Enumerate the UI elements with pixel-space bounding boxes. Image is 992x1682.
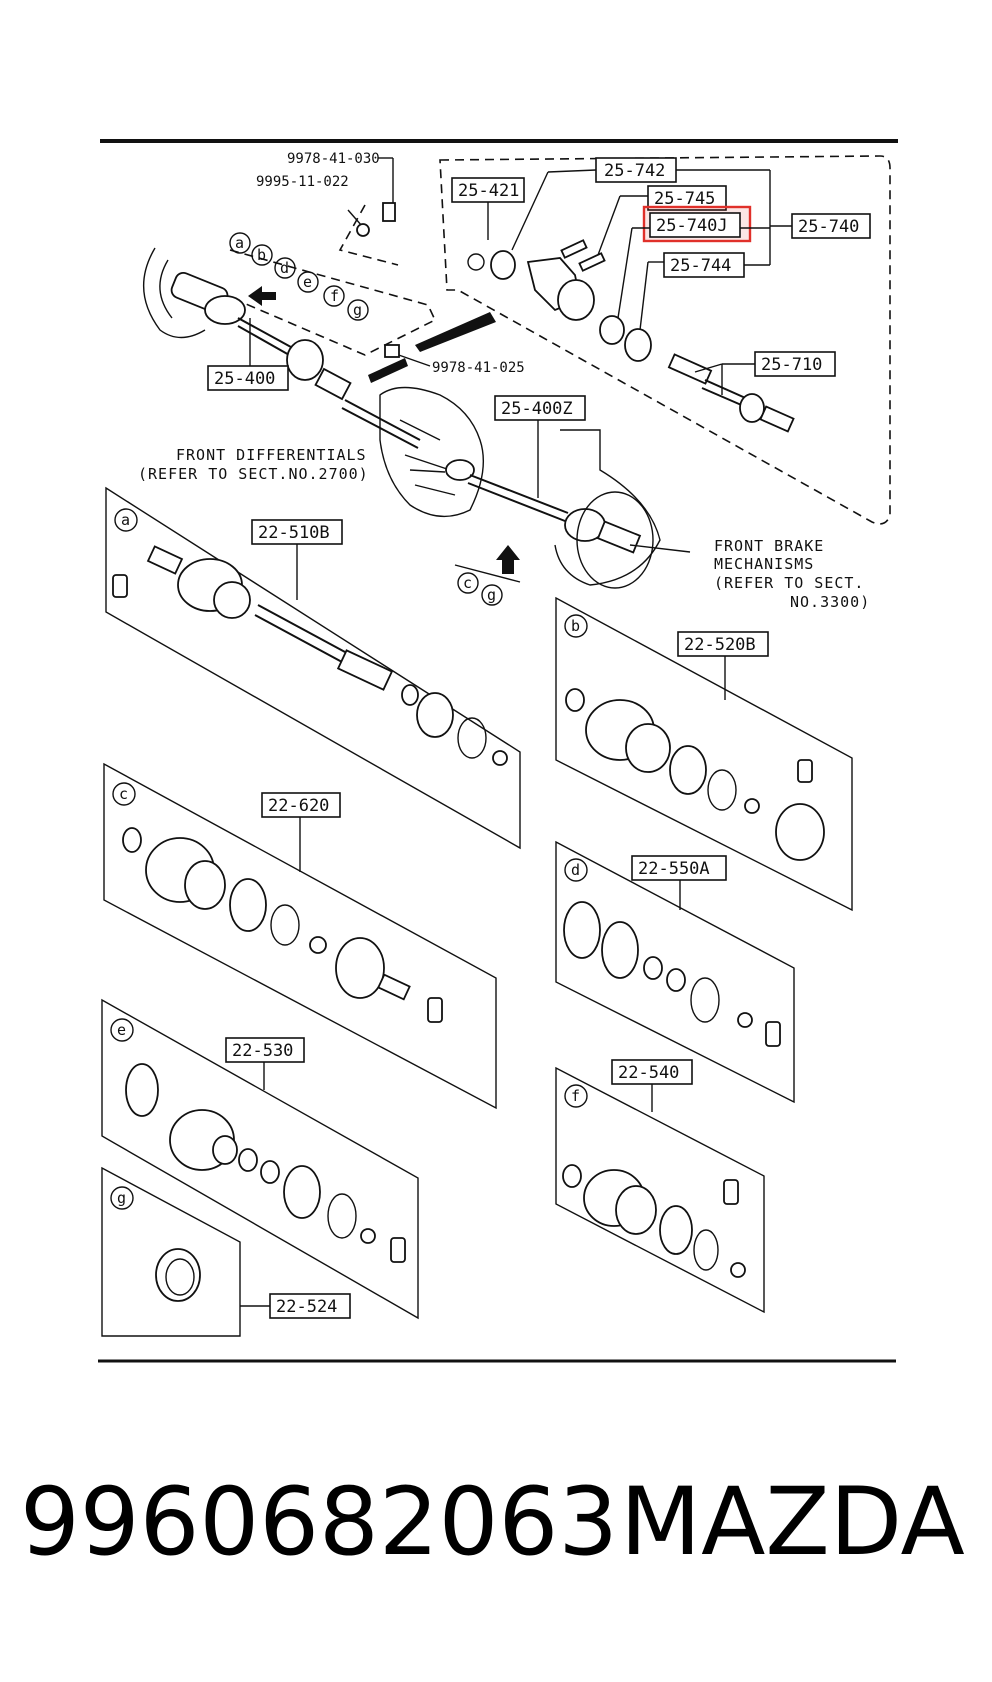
label-25-400: 25-400 (214, 369, 275, 389)
panel-d: d 22-550A (555, 840, 795, 1104)
ring-25-744 (624, 328, 652, 362)
label-22-540: 22-540 (618, 1063, 679, 1083)
ring-25-740J (599, 315, 625, 345)
label-25-744: 25-744 (670, 256, 731, 276)
svg-text:c: c (119, 785, 128, 803)
label-25-742: 25-742 (604, 161, 665, 181)
bottom-caption: 9960682063 MAZDA (20, 1468, 980, 1578)
bolt-25-745 (560, 239, 588, 259)
svg-text:g: g (117, 1189, 126, 1207)
panel-c: c 22-620 (103, 762, 497, 1110)
bolt-9978-41-025: 9978-41-025 (432, 360, 525, 376)
brand-caption: MAZDA (620, 1468, 965, 1577)
letter-e-circle (297, 271, 319, 293)
oil-seal-22-524 (155, 1248, 201, 1302)
washer-part (356, 223, 370, 237)
panel-e: e 22-530 (101, 998, 419, 1320)
left-drive-shaft-drawing (143, 247, 421, 449)
letter-a: a (235, 234, 244, 252)
right-drive-shaft-drawing (445, 459, 642, 554)
letter-g: g (353, 301, 362, 319)
label-25-745: 25-745 (654, 189, 715, 209)
top-label-boxes: 25-421 25-742 25-745 25-740J 25-740 25-7… (207, 157, 871, 498)
letter-circles-top: a b d e f g (229, 232, 369, 321)
dashed-enclosure-letters (224, 249, 437, 356)
notes-text: FRONT DIFFERENTIALS (REFER TO SECT.NO.27… (138, 446, 870, 611)
intermediate-shaft-25-710-drawing (667, 353, 795, 433)
note-mechanisms: MECHANISMS (714, 555, 814, 573)
dashed-enclosure-top-right (439, 155, 891, 525)
letter-d-circle (274, 257, 296, 279)
label-25-710: 25-710 (761, 355, 822, 375)
svg-text:e: e (117, 1021, 126, 1039)
svg-text:f: f (571, 1087, 580, 1105)
letter-e: e (303, 273, 312, 291)
panel-f: f 22-540 (555, 1059, 765, 1314)
label-25-740: 25-740 (798, 217, 859, 237)
label-22-620: 22-620 (268, 796, 329, 816)
arrow-left (248, 286, 276, 306)
snap-ring-25-421 (467, 253, 485, 271)
letter-f-circle (323, 285, 345, 307)
svg-text:g: g (487, 586, 496, 604)
note-brake-refer: (REFER TO SECT. (714, 574, 864, 592)
hub-bearing-drawing (467, 239, 652, 362)
label-22-524: 22-524 (276, 1297, 337, 1317)
svg-text:b: b (571, 617, 580, 635)
panel-g: g 22-524 (101, 1166, 351, 1337)
letter-a-circle (229, 232, 251, 254)
bolt-part-2 (384, 344, 400, 358)
label-25-740J: 25-740J (656, 216, 728, 236)
bolt-9978-41-030: 9978-41-030 (287, 151, 380, 167)
note-front-brake: FRONT BRAKE (714, 537, 824, 555)
bolt-part-1 (382, 202, 396, 222)
letter-g-circle (347, 299, 369, 321)
letter-b: b (257, 246, 266, 264)
part-number-caption: 9960682063 (20, 1468, 619, 1577)
letter-b-circle (251, 244, 273, 266)
label-22-550A: 22-550A (638, 859, 710, 879)
panel-b: b 22-520B (555, 596, 853, 912)
bolt-labels: 9978-41-030 9995-11-022 9978-41-025 (256, 151, 525, 376)
seal-25-742 (490, 250, 516, 280)
label-22-510B: 22-510B (258, 523, 330, 543)
label-22-530: 22-530 (232, 1041, 293, 1061)
knuckle-brake-sketch (554, 429, 691, 589)
bolt-9995-11-022: 9995-11-022 (256, 174, 349, 190)
svg-text:a: a (121, 511, 130, 529)
arrow-up (496, 545, 520, 574)
panel-a: a 22-510B (105, 486, 521, 850)
note-brake-section: NO.3300) (790, 593, 870, 611)
letter-circles-mid: c g (454, 564, 521, 606)
svg-text:c: c (463, 574, 472, 592)
label-25-421: 25-421 (458, 181, 519, 201)
label-25-400Z: 25-400Z (501, 399, 573, 419)
note-front-differentials: FRONT DIFFERENTIALS (176, 446, 367, 464)
front-differential-sketch (379, 386, 485, 518)
label-22-520B: 22-520B (684, 635, 756, 655)
letter-f: f (330, 287, 339, 305)
wedge-pointer (415, 312, 496, 352)
svg-text:d: d (571, 861, 580, 879)
bearing-part (557, 279, 595, 321)
letter-d: d (280, 259, 289, 277)
note-front-diff-refer: (REFER TO SECT.NO.2700) (138, 465, 369, 483)
wedge-pointer-2 (368, 358, 408, 383)
